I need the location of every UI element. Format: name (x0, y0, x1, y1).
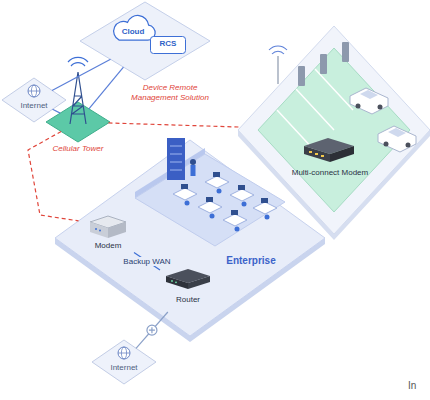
network-link (53, 109, 61, 113)
enterprise-platform-shape (55, 140, 325, 336)
diamond-outline (80, 2, 210, 80)
art-globe (28, 85, 40, 97)
node-label: Multi-connect Modem (292, 168, 368, 178)
internet-tile-shape (92, 340, 156, 384)
plus-mark (149, 327, 155, 333)
diamond-outline (92, 340, 156, 384)
node-label: Cloud (122, 27, 145, 37)
internet-tile: Internet (92, 340, 156, 384)
router-device-box: Router (160, 266, 216, 312)
art-globe (118, 347, 130, 359)
management-panel: CloudRCSDevice Remote Management Solutio… (80, 2, 210, 80)
cloud-icon: Cloud (110, 14, 156, 42)
enterprise-platform: ModemRouter Enterprise (55, 140, 325, 336)
network-link (52, 59, 110, 90)
plus-circle (147, 325, 157, 335)
rcs-badge: RCS (150, 36, 186, 54)
node-label: Enterprise (226, 255, 275, 267)
node-label: Device Remote Management Solution (120, 83, 220, 102)
node-label: Router (176, 295, 200, 305)
plus-connector (147, 325, 157, 335)
node-label: RCS (160, 39, 177, 49)
node-label: Internet (110, 363, 137, 373)
art-ev (258, 42, 416, 212)
link-label: Backup WAN (121, 257, 172, 267)
corner-note: In (408, 380, 416, 392)
art-router (166, 269, 210, 289)
node-label: Modem (95, 241, 122, 251)
diamond-outline (46, 102, 110, 142)
art-tower (68, 57, 88, 124)
art-modem (90, 216, 126, 238)
node-label: Internet (20, 101, 47, 111)
network-link (89, 67, 124, 109)
modem-device-box-shape (82, 212, 134, 258)
cellular-tower-shape (46, 102, 110, 142)
modem-device-box: Modem (82, 212, 134, 258)
cellular-tower: Cellular Tower (46, 102, 110, 142)
management-panel-shape (80, 2, 210, 80)
node-label: Cellular Tower (53, 144, 104, 154)
router-device-box-shape (160, 266, 216, 312)
cloud-outline (114, 15, 155, 40)
dashed-link (108, 123, 240, 127)
art-office (135, 138, 285, 246)
badge-outline (151, 37, 186, 54)
